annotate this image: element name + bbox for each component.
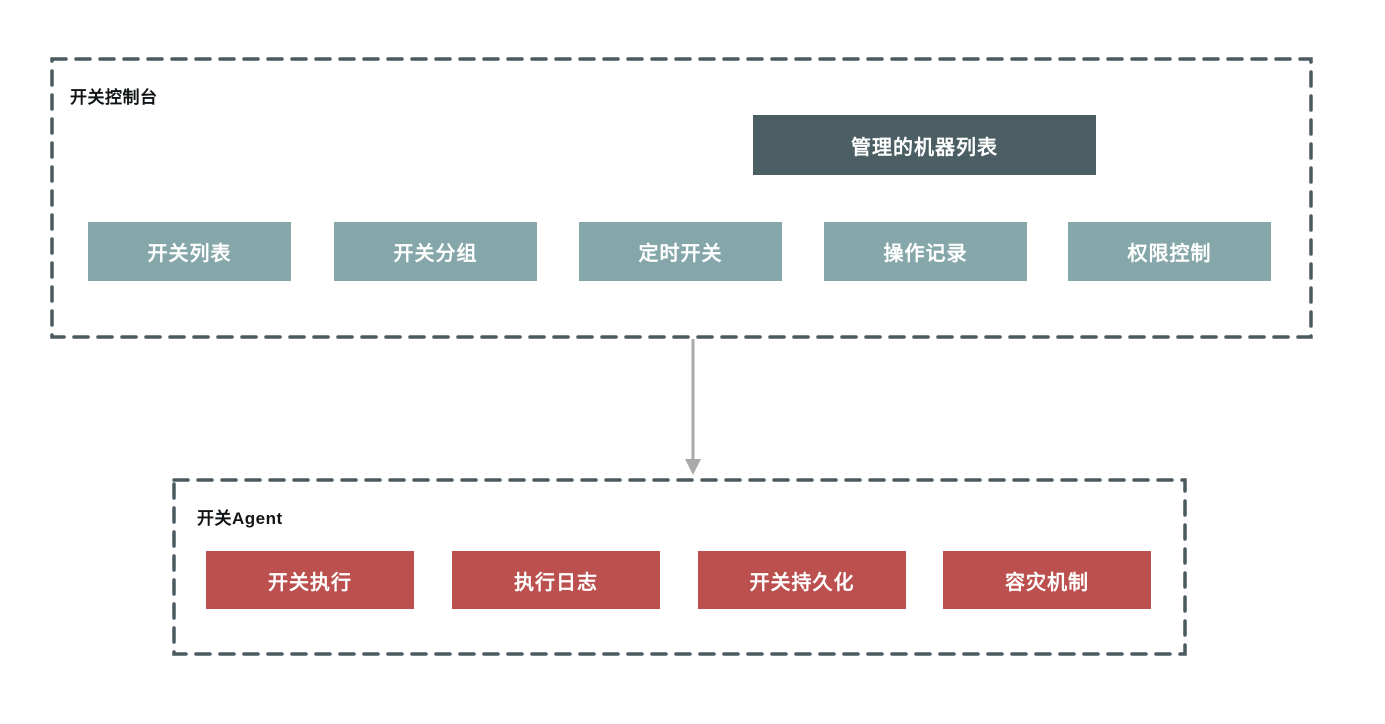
agent-group-label: 开关Agent (197, 509, 283, 528)
console-group-label: 开关控制台 (70, 88, 158, 107)
node-switch-list: 开关列表 (88, 222, 291, 281)
node-disaster-recovery: 容灾机制 (943, 551, 1151, 609)
console-group-border (50, 57, 1313, 339)
node-permission-control: 权限控制 (1068, 222, 1271, 281)
node-switch-execute: 开关执行 (206, 551, 414, 609)
node-switch-persistence: 开关持久化 (698, 551, 906, 609)
connector-arrow-icon (685, 339, 701, 475)
node-machine-list: 管理的机器列表 (753, 115, 1096, 175)
node-timed-switch: 定时开关 (579, 222, 782, 281)
node-execute-log: 执行日志 (452, 551, 660, 609)
node-operation-log: 操作记录 (824, 222, 1027, 281)
node-switch-group: 开关分组 (334, 222, 537, 281)
